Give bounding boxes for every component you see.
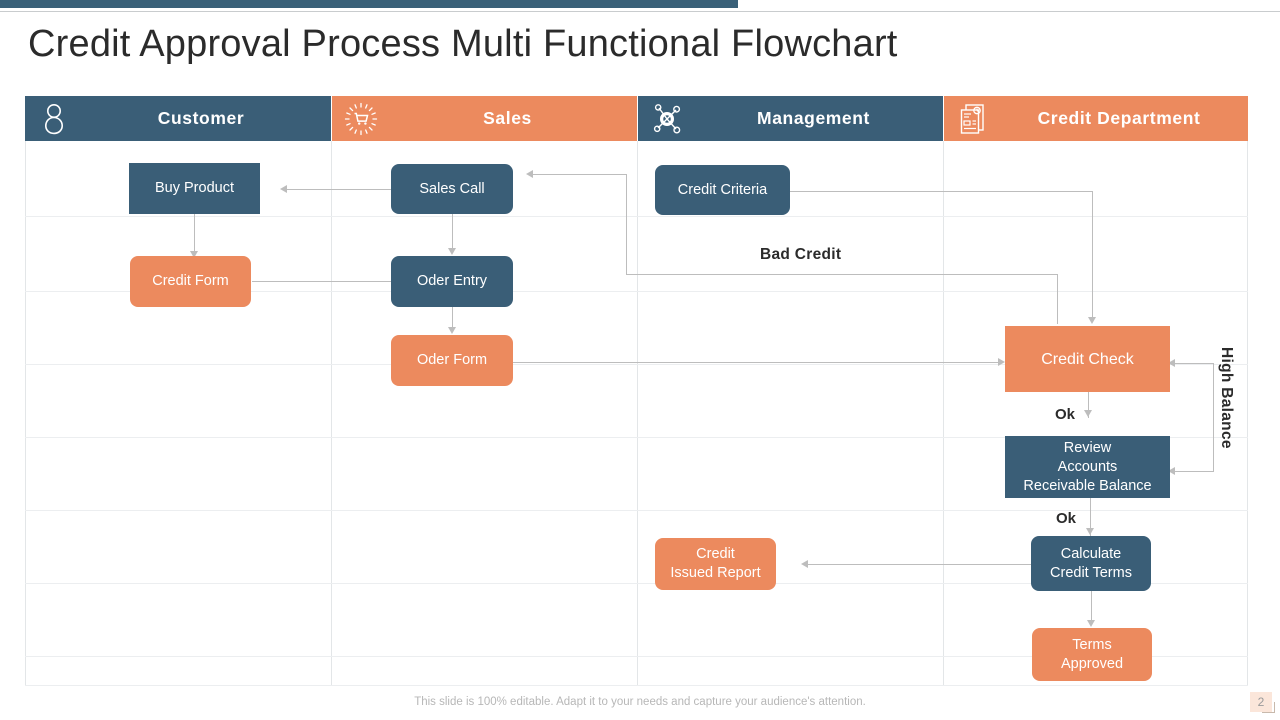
- lane-label-management: Management: [757, 108, 870, 128]
- connector-credit-check-to-review-accounts: [1088, 392, 1089, 418]
- grid-line-vertical: [25, 141, 26, 686]
- connector-calculate-to-credit-issued-report: [808, 564, 1056, 565]
- connector-calculate-to-terms-approved: [1091, 591, 1092, 621]
- grid-line-horizontal: [25, 216, 1248, 217]
- arrowhead-left: [1168, 359, 1175, 367]
- page-number: 2: [1250, 692, 1272, 712]
- edge-label-ok-review-accounts: Ok: [1056, 510, 1077, 527]
- arrowhead-down: [448, 327, 456, 334]
- footer-note: This slide is 100% editable. Adapt it to…: [414, 696, 866, 708]
- connector-oder-form-to-credit-check: [512, 362, 999, 363]
- connector-credit-criteria-right: [790, 191, 1093, 192]
- invoice-icon: [944, 102, 1002, 136]
- arrowhead-down: [190, 251, 198, 258]
- grid-line-horizontal: [25, 583, 1248, 584]
- connector-review-accounts-to-calculate: [1090, 498, 1091, 536]
- person-icon: [25, 103, 83, 135]
- edge-label-ok-credit-check: Ok: [1055, 406, 1076, 423]
- lane-label-sales: Sales: [483, 108, 532, 128]
- page-title: Credit Approval Process Multi Functional…: [28, 23, 898, 65]
- lane-label-credit-department: Credit Department: [1037, 108, 1201, 128]
- edge-label-high-balance: High Balance: [1218, 347, 1235, 449]
- node-buy-product[interactable]: Buy Product: [129, 163, 260, 214]
- grid-line-vertical: [943, 141, 944, 686]
- top-divider-line: [0, 11, 1280, 12]
- connector-high-balance-bottom: [1169, 471, 1214, 472]
- arrowhead-left: [280, 185, 287, 193]
- arrowhead-left: [801, 560, 808, 568]
- arrowhead-down: [1087, 620, 1095, 627]
- arrowhead-down: [1088, 317, 1096, 324]
- swimlane-flowchart: Customer Sal: [25, 96, 1248, 686]
- arrowhead-right: [998, 358, 1005, 366]
- connector-bad-credit-to-sales-call: [533, 174, 627, 175]
- arrowhead-left: [526, 170, 533, 178]
- top-accent-bar: [0, 0, 738, 8]
- edge-label-bad-credit: Bad Credit: [760, 246, 842, 263]
- node-calculate-credit-terms[interactable]: Calculate Credit Terms: [1031, 536, 1151, 591]
- node-credit-check[interactable]: Credit Check: [1005, 326, 1170, 392]
- grid-line-horizontal: [25, 364, 1248, 365]
- node-credit-issued-report[interactable]: Credit Issued Report: [655, 538, 776, 590]
- node-credit-criteria[interactable]: Credit Criteria: [655, 165, 790, 215]
- connector-high-balance-top: [1175, 363, 1214, 364]
- grid-line-vertical: [637, 141, 638, 686]
- connector-bad-credit-lower: [626, 274, 798, 275]
- network-hub-icon: [638, 102, 696, 136]
- lane-header-management[interactable]: Management: [638, 96, 943, 141]
- node-sales-call[interactable]: Sales Call: [391, 164, 513, 214]
- connector-oder-entry-to-oder-form: [452, 307, 453, 329]
- lane-header-credit-department[interactable]: Credit Department: [944, 96, 1248, 141]
- connector-credit-check-to-credit-criteria-up: [1057, 274, 1058, 324]
- connector-sales-call-to-buy-product: [287, 189, 411, 190]
- node-oder-form[interactable]: Oder Form: [391, 335, 513, 386]
- grid-line-horizontal: [25, 656, 1248, 657]
- connector-credit-check-to-credit-criteria-left: [797, 274, 1058, 275]
- grid-line-vertical: [331, 141, 332, 686]
- node-review-accounts[interactable]: Review Accounts Receivable Balance: [1005, 436, 1170, 498]
- arrowhead-down: [448, 248, 456, 255]
- lane-label-customer: Customer: [157, 108, 245, 128]
- grid-line-vertical: [1247, 141, 1248, 686]
- shopping-cart-icon: [332, 102, 390, 136]
- lane-header-customer[interactable]: Customer: [25, 96, 331, 141]
- arrowhead-left: [1168, 467, 1175, 475]
- connector-credit-form-to-oder-entry: [252, 281, 402, 282]
- grid-line-horizontal: [25, 291, 1248, 292]
- connector-buy-product-to-credit-form: [194, 214, 195, 252]
- node-credit-form[interactable]: Credit Form: [130, 256, 251, 307]
- connector-credit-criteria-down: [1092, 191, 1093, 319]
- arrowhead-down: [1086, 528, 1094, 535]
- connector-bad-credit-vertical: [626, 174, 627, 274]
- connector-sales-call-to-oder-entry: [452, 214, 453, 249]
- grid-line-horizontal: [25, 437, 1248, 438]
- node-oder-entry[interactable]: Oder Entry: [391, 256, 513, 307]
- page-number-corner-accent: [1262, 702, 1275, 713]
- lane-header-sales[interactable]: Sales: [332, 96, 637, 141]
- node-terms-approved[interactable]: Terms Approved: [1032, 628, 1152, 681]
- grid-line-horizontal: [25, 685, 1248, 686]
- grid-line-horizontal: [25, 510, 1248, 511]
- arrowhead-down: [1084, 410, 1092, 417]
- connector-high-balance-vertical: [1213, 363, 1214, 472]
